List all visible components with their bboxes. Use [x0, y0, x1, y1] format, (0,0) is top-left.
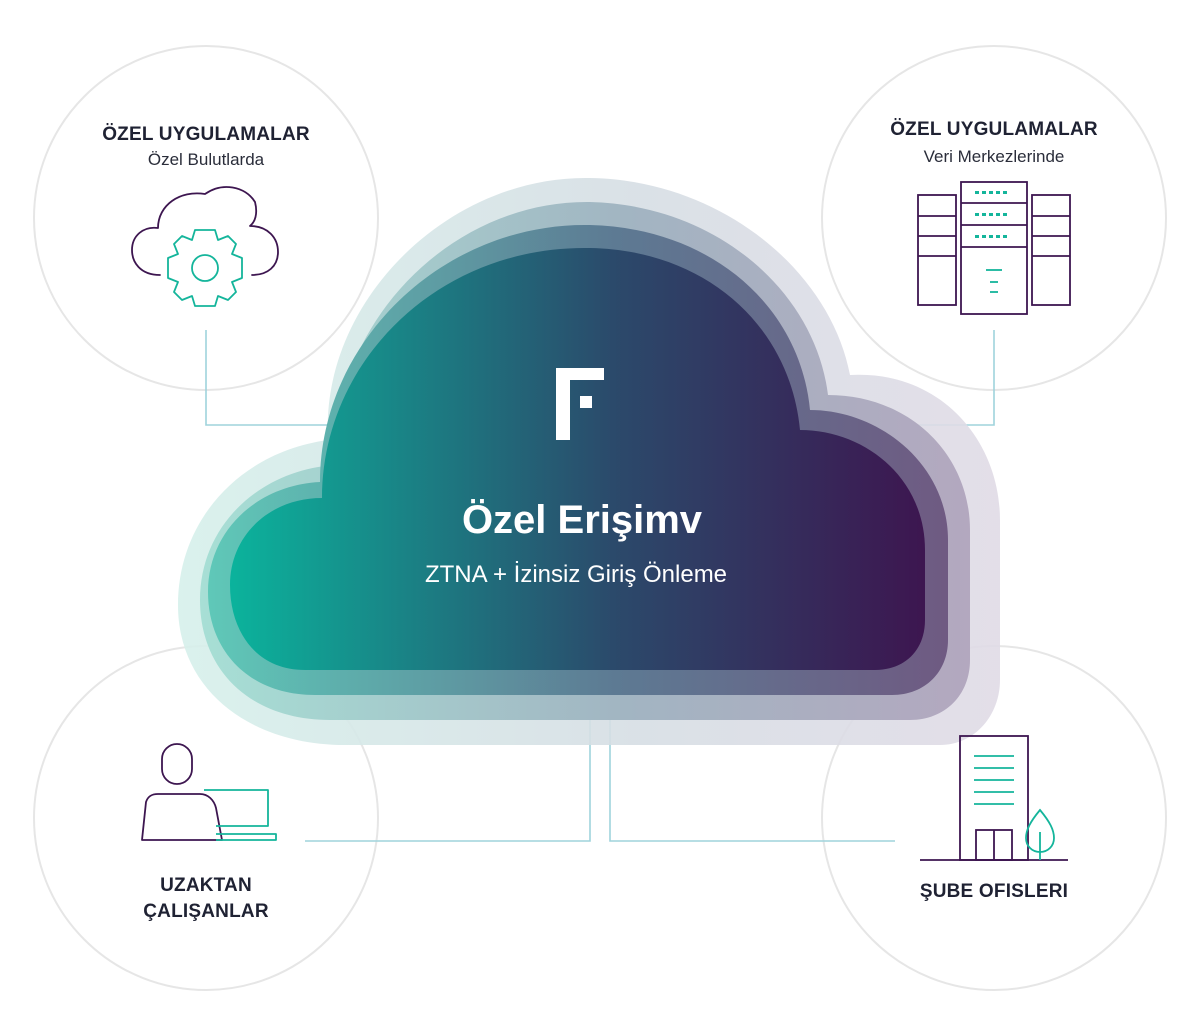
cloud-gear-icon	[131, 186, 279, 307]
f-logo-icon	[556, 368, 604, 440]
remote-worker-icon	[141, 743, 277, 841]
node-top-left-subtitle: Özel Bulutlarda	[148, 150, 265, 169]
node-top-left-title: ÖZEL UYGULAMALAR	[102, 124, 310, 145]
node-bottom-left-title-line1: UZAKTAN	[160, 875, 252, 896]
node-bottom-right-title: ŞUBE OFISLERI	[920, 881, 1068, 902]
node-bottom-left-title-line2: ÇALIŞANLAR	[143, 901, 269, 922]
cloud-title: Özel Erişimv	[462, 497, 703, 542]
cloud-core	[230, 247, 925, 670]
cloud-subtitle: ZTNA + İzinsiz Giriş Önleme	[425, 561, 727, 588]
office-building-icon	[920, 735, 1068, 861]
server-rack-icon	[917, 181, 1071, 315]
node-top-right-subtitle: Veri Merkezlerinde	[924, 147, 1065, 166]
node-top-right-title: ÖZEL UYGULAMALAR	[890, 119, 1098, 140]
cloud	[178, 177, 1000, 745]
server-led-indicators	[975, 191, 1007, 238]
